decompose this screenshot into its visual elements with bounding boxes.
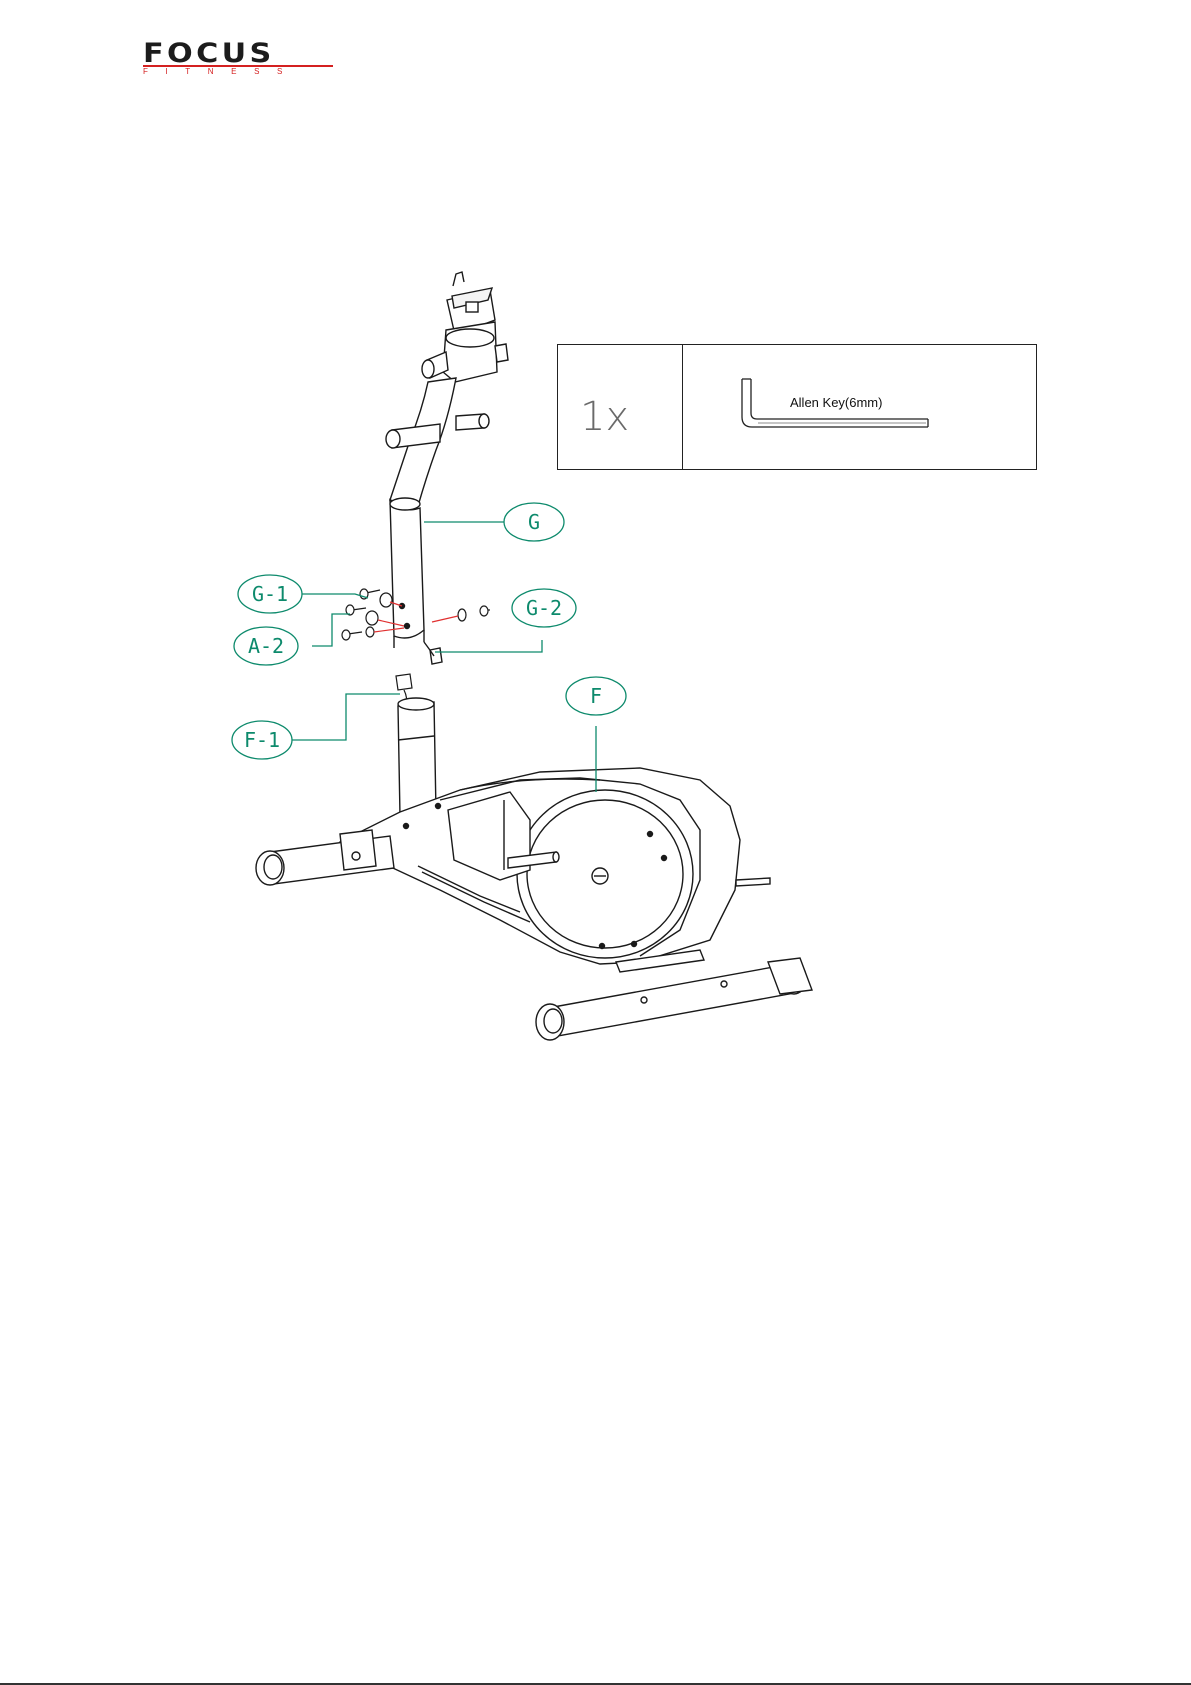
svg-text:A-2: A-2: [248, 634, 284, 658]
callout-g2: G-2: [512, 589, 576, 627]
callout-lines: [290, 522, 596, 792]
console-post-g: [386, 272, 508, 664]
base-frame-f: [340, 698, 770, 964]
svg-text:G-2: G-2: [526, 596, 562, 620]
svg-text:F-1: F-1: [244, 728, 280, 752]
callout-a2: A-2: [234, 627, 298, 665]
svg-text:F: F: [590, 684, 602, 708]
callout-g1: G-1: [238, 575, 302, 613]
rear-stabilizer: [536, 950, 812, 1040]
callout-g: G: [504, 503, 564, 541]
svg-text:G: G: [528, 510, 540, 534]
front-stabilizer: [256, 830, 394, 885]
callout-f1: F-1: [232, 721, 292, 759]
svg-text:G-1: G-1: [252, 582, 288, 606]
callout-f: F: [566, 677, 626, 715]
